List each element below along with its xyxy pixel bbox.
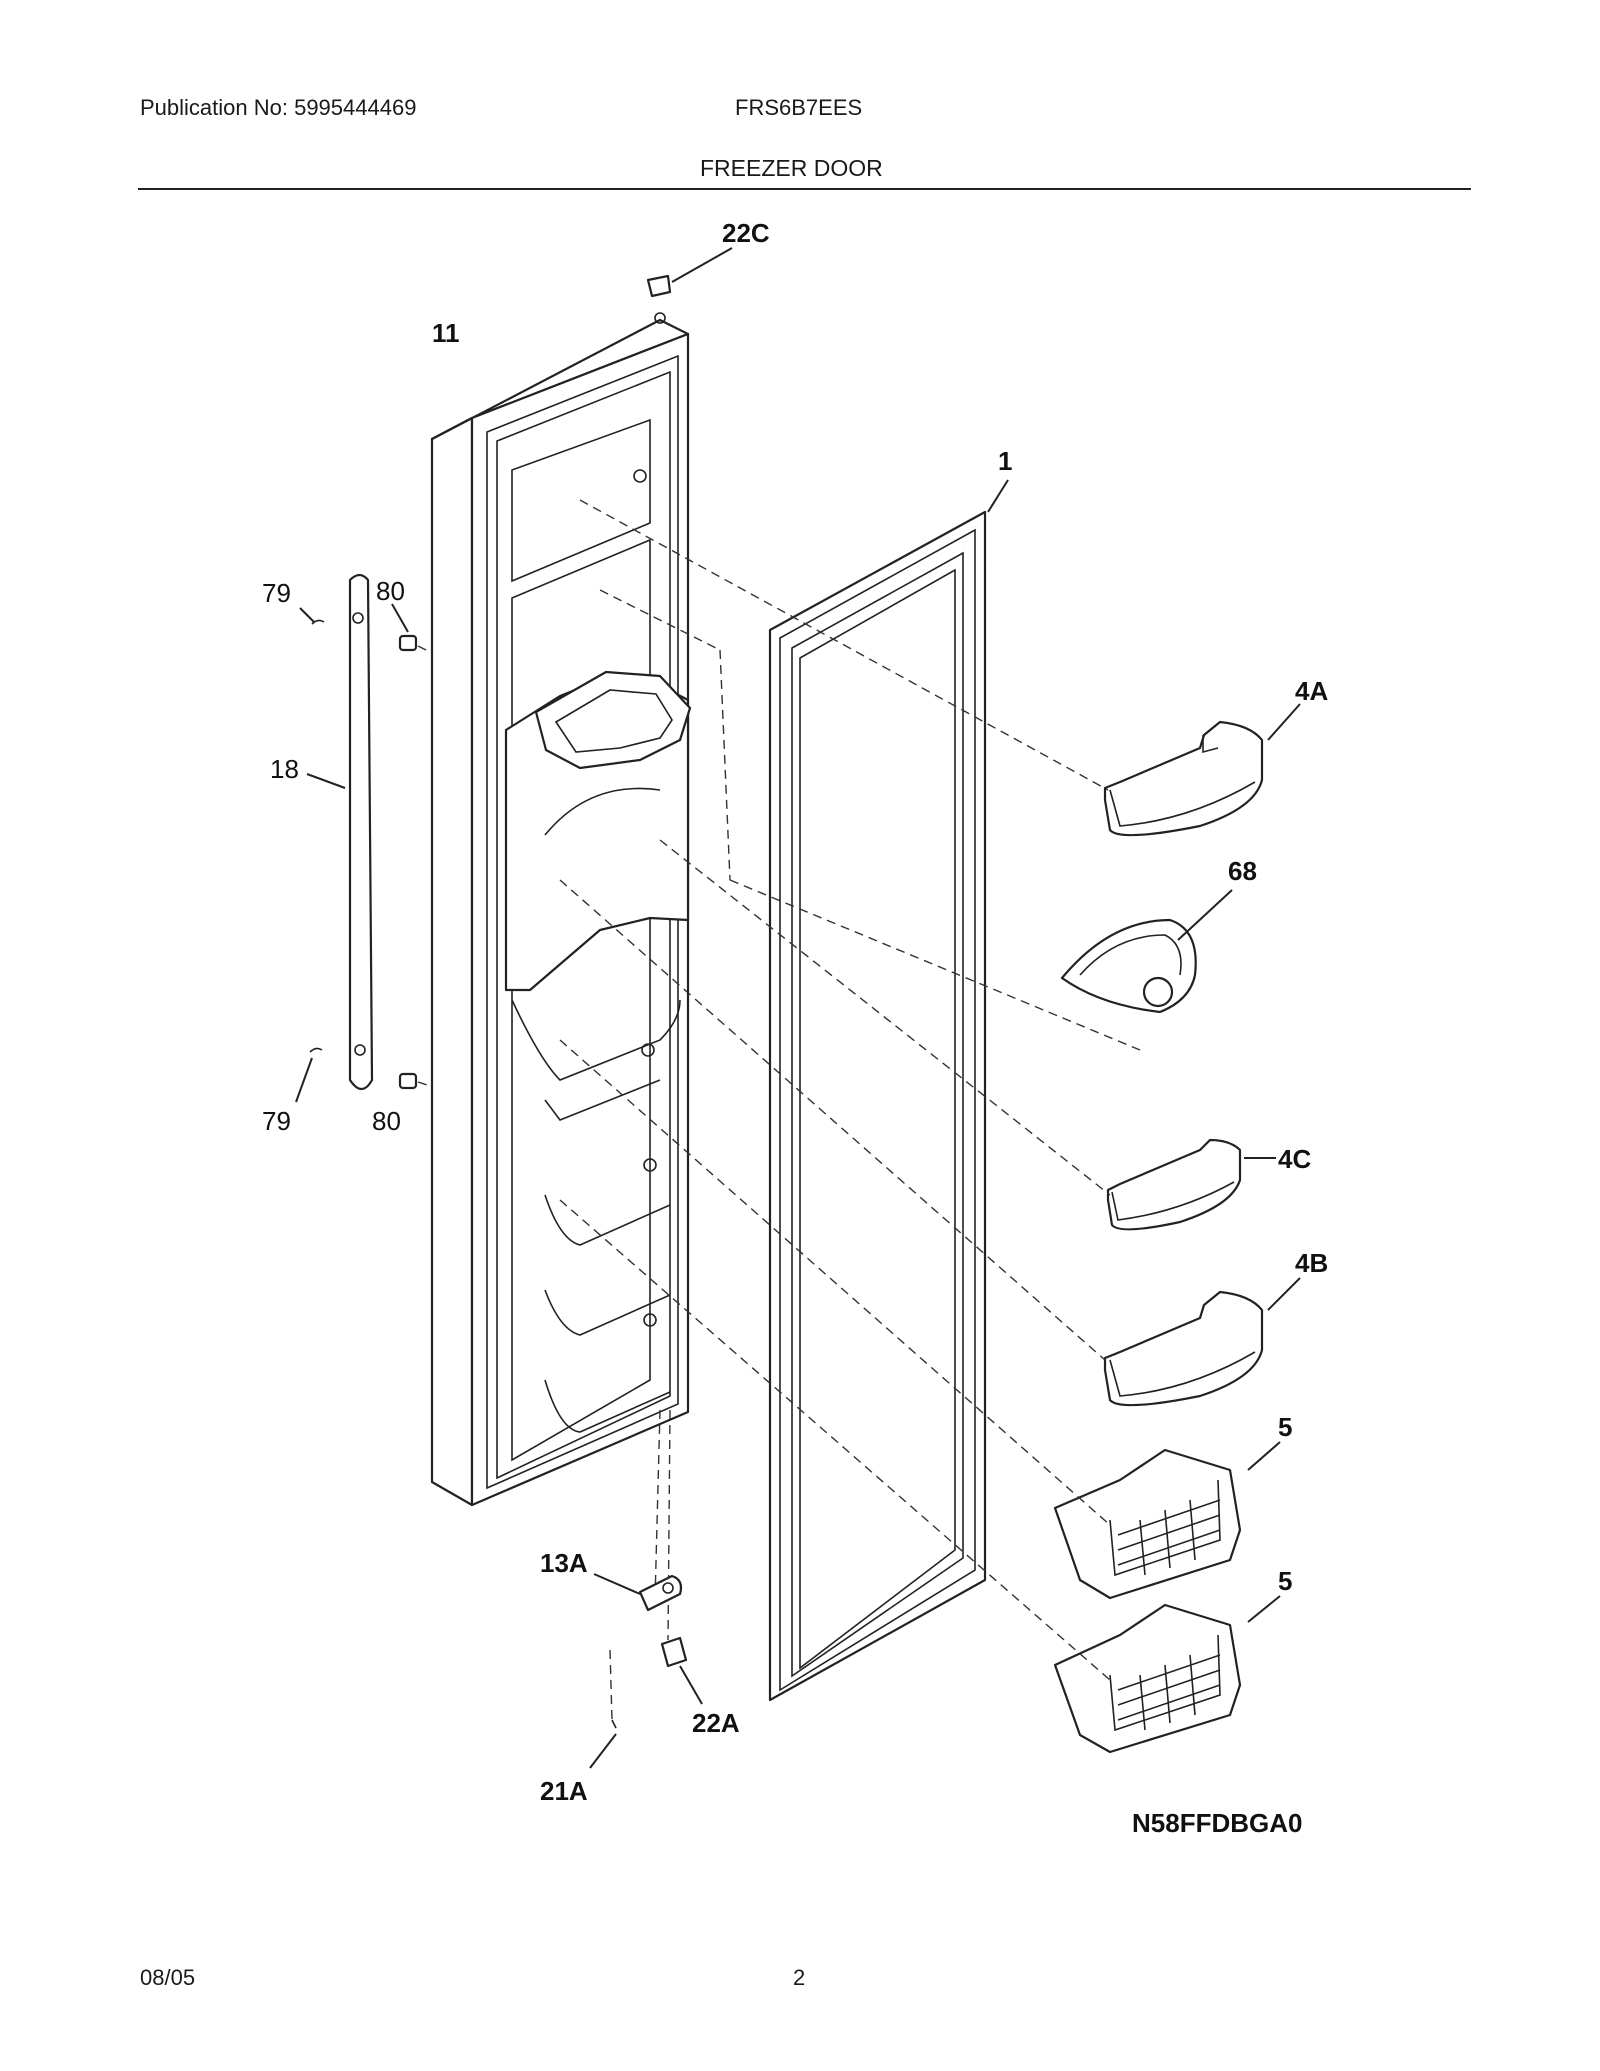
door-bin-4B [1103,1277,1301,1407]
page-number: 2 [793,1965,806,1990]
label-22A: 22A [692,1708,740,1738]
footer-date: 08/05 [140,1965,196,1990]
wire-basket-5-lower [1053,1595,1281,1754]
door-panel [430,318,692,1507]
label-18: 18 [270,754,299,784]
label-11: 11 [432,318,460,348]
bolt-80-bottom [398,1072,431,1090]
plug-22C [646,247,733,324]
label-21A: 21A [540,1776,588,1806]
label-79-top: 79 [262,578,291,608]
label-80-bottom: 80 [372,1106,401,1136]
bolt-80-top [391,603,431,653]
label-68: 68 [1228,856,1257,886]
label-5-lower: 5 [1278,1566,1292,1596]
wire-basket-5-upper [1053,1441,1281,1600]
label-4C: 4C [1278,1144,1311,1174]
door-bin-4A [1103,703,1301,837]
label-80-top: 80 [376,576,405,606]
bushing-22A [660,1636,703,1705]
diagram-code: N58FFDBGA0 [1132,1808,1302,1838]
header-rule [138,188,1471,190]
publication-number: Publication No: 5995444469 [140,95,417,120]
label-13A: 13A [540,1548,588,1578]
label-79-bottom: 79 [262,1106,291,1136]
screw-79-bottom [295,1047,323,1103]
screw-79-top [299,607,325,625]
label-5-upper: 5 [1278,1412,1292,1442]
assembly-lines [559,499,1141,1721]
label-1: 1 [998,446,1012,476]
label-4B: 4B [1295,1248,1328,1278]
door-gasket [768,479,1009,1702]
hinge-13A [593,1573,683,1612]
label-22C: 22C [722,218,770,248]
ice-chute-68 [1060,889,1233,1014]
label-4A: 4A [1295,676,1328,706]
model-number: FRS6B7EES [735,95,863,120]
screw-21A [589,1719,617,1769]
section-title: FREEZER DOOR [700,155,883,181]
door-handle [306,573,374,1091]
door-bin-4C [1106,1138,1276,1231]
